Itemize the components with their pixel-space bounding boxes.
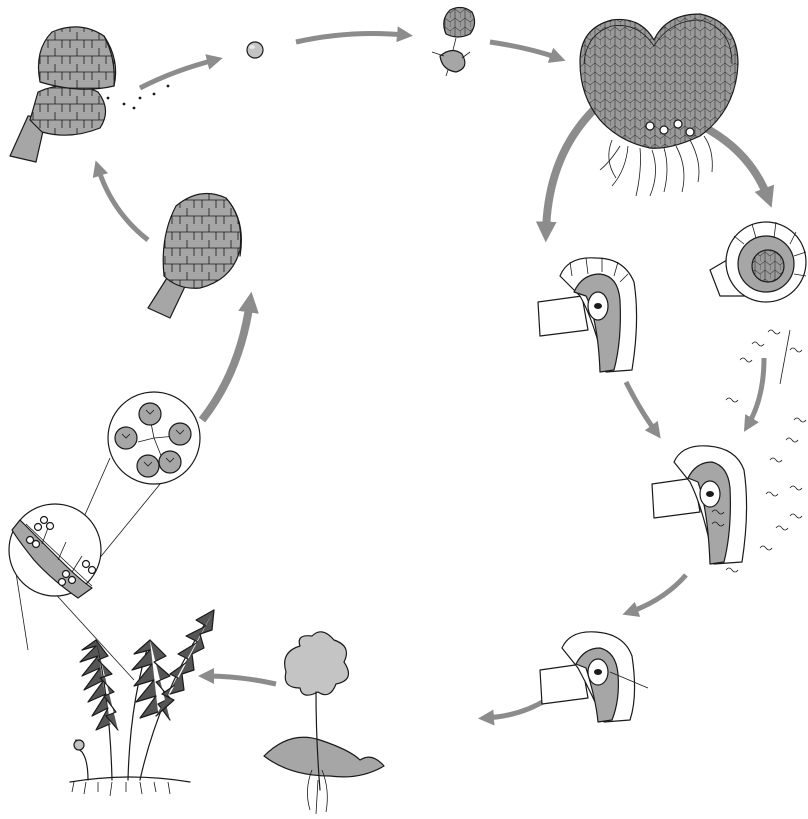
arrow-fertilization-to-zygote [630,575,686,612]
arrow-archegonium-to-fertilization [626,382,656,432]
sporangium [148,194,241,319]
archegonium [538,258,637,372]
antheridium [710,222,806,302]
fertilization-archegonium [652,446,747,564]
released-spores [107,85,170,110]
spore [247,42,263,58]
mature-fern [70,610,214,796]
prothallus [580,14,738,196]
arrow-sporangium-to-dehiscing [98,168,148,240]
dehiscing-sporangium [10,27,116,162]
arrow-spore-to-germination [296,34,405,42]
arrow-prothallus-to-antheridium [700,125,768,198]
sorus-detail [108,392,200,484]
arrow-sorus-to-sporangium [202,302,250,420]
arrow-sporangium-to-spore [140,60,215,88]
pinna-detail [9,504,101,598]
arrow-germination-to-prothallus [490,42,558,58]
arrow-prothallus-to-archegonium [546,102,602,232]
young-sporophyte [264,632,384,814]
arrow-antheridium-to-fertilization [748,358,764,425]
arrow-young-sporophyte-to-fern [206,676,276,684]
germinating-spore [432,7,475,76]
fiddlehead [74,740,88,780]
arrow-zygote-to-young-sporophyte [486,700,546,718]
zygote-archegonium [540,632,648,722]
